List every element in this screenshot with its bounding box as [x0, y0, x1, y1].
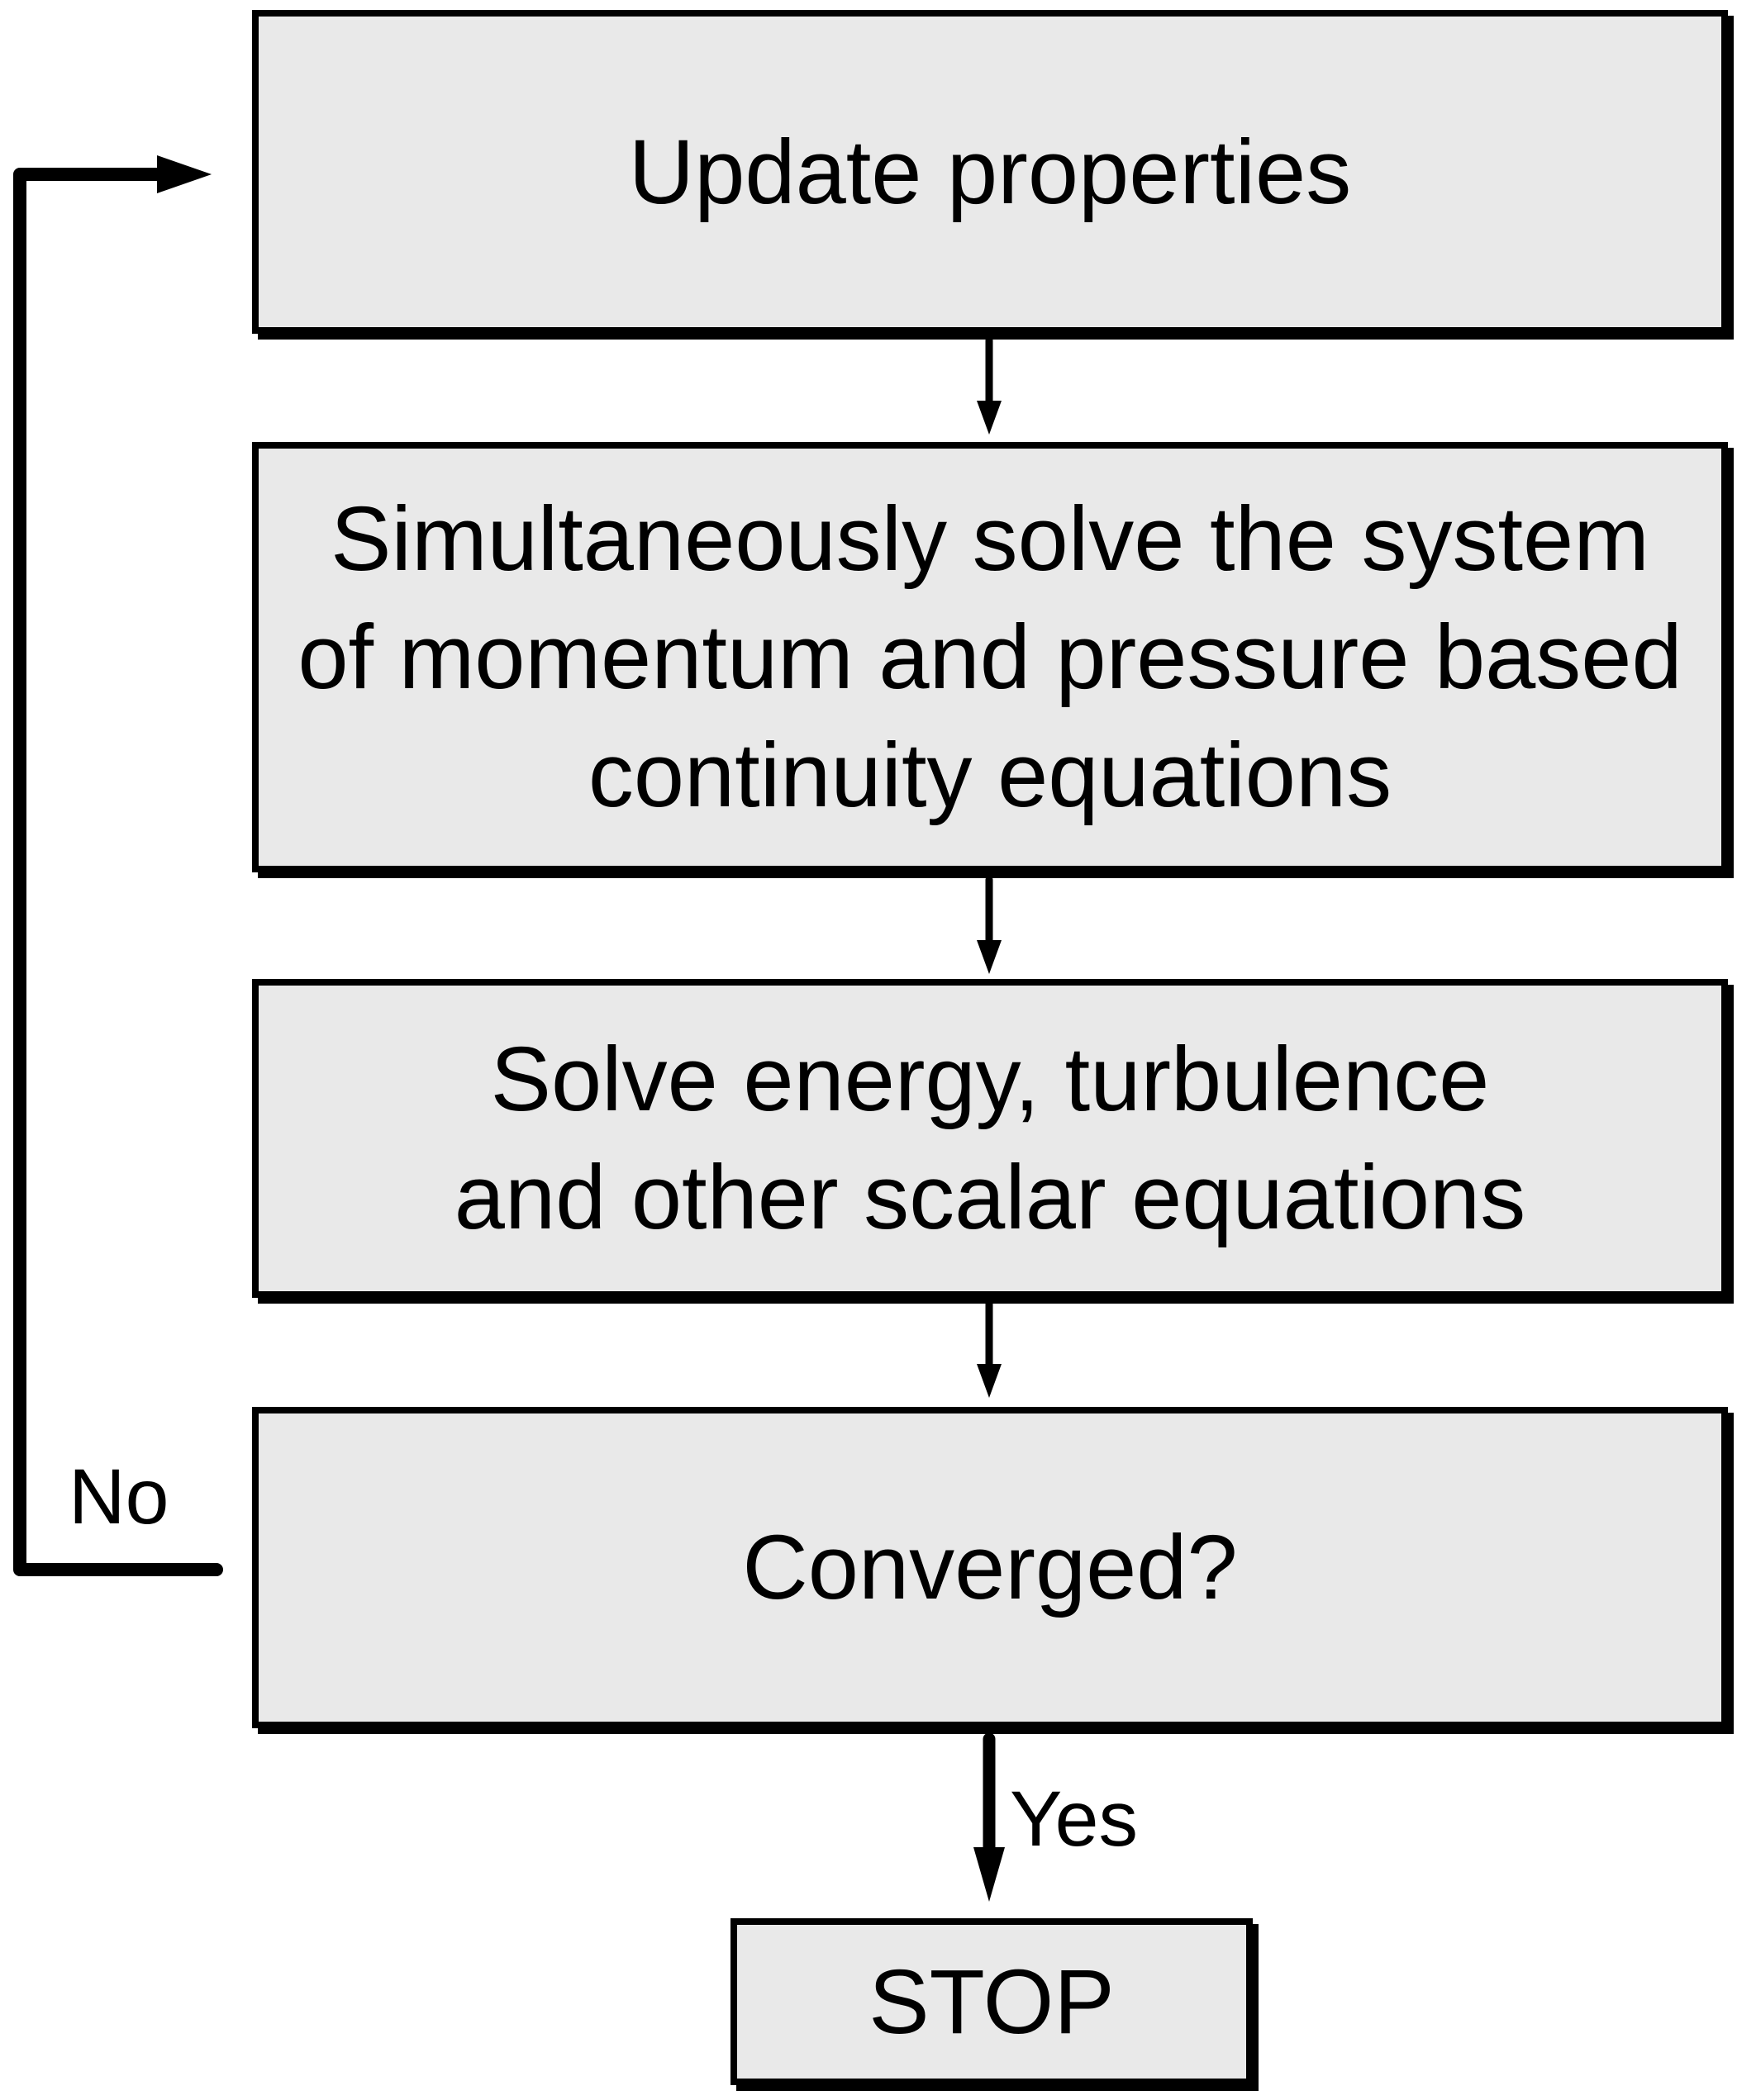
flow-box-energy-turbulence: Solve energy, turbulence and other scala…	[252, 979, 1728, 1298]
arrow-down-2	[977, 876, 1002, 974]
arrow-down-3	[977, 1299, 1002, 1398]
flow-box-update-properties: Update properties	[252, 10, 1728, 334]
flow-box-converged: Converged?	[252, 1407, 1728, 1728]
arrow-down-icon	[977, 940, 1002, 974]
edge-label-yes: Yes	[1010, 1775, 1138, 1863]
box-label-energy-turbulence: Solve energy, turbulence and other scala…	[454, 1029, 1526, 1248]
box-label-stop: STOP	[868, 1950, 1115, 2053]
arrow-down-icon	[977, 1364, 1002, 1398]
arrow-right-icon	[157, 155, 212, 193]
edge-label-no: No	[69, 1453, 169, 1541]
flow-box-stop: STOP	[730, 1918, 1253, 2085]
arrow-down-icon	[977, 401, 1002, 435]
arrow-down-1	[977, 336, 1002, 435]
box-label-update-properties: Update properties	[628, 121, 1352, 223]
box-label-converged: Converged?	[742, 1517, 1238, 1618]
arrow-down-icon	[973, 1847, 1005, 1902]
flow-box-momentum-continuity: Simultaneously solve the system of momen…	[252, 442, 1728, 872]
no-loop-arrow	[13, 155, 223, 1576]
yes-arrow	[973, 1732, 1005, 1902]
box-label-momentum-continuity: Simultaneously solve the system of momen…	[297, 488, 1682, 826]
